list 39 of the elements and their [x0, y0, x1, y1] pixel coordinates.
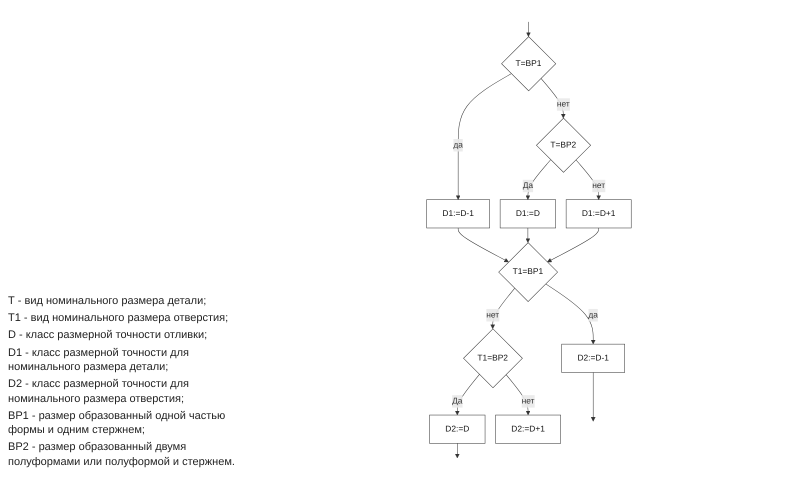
node-diamond: T1=ВР2: [462, 328, 522, 388]
node-diamond: T=ВР1: [500, 36, 556, 92]
node-box: D1:=D+1: [565, 199, 632, 228]
definition-note: Т1 - вид номинального размера отверстия;: [8, 311, 230, 326]
definition-note: ВР2 - размер образованный двумя полуформами или полуформой и стержнем.: [8, 440, 236, 469]
arrow: [526, 22, 530, 37]
edge-label: нет: [556, 100, 570, 109]
arrow: [454, 443, 460, 458]
edge-label: Да: [522, 181, 533, 190]
edge-label: нет: [486, 310, 499, 320]
node-box: D1:=D-1: [426, 199, 490, 228]
arrow: [457, 228, 508, 262]
definition-note: D2 - класс размерной точности для номинального размера отверстия;: [8, 377, 190, 406]
node-diamond: T=ВР2: [536, 118, 591, 173]
edge-label: Да: [452, 396, 462, 406]
arrow: [454, 374, 480, 416]
node-box: D2:=D: [428, 414, 485, 444]
node-box: D2:=D+1: [494, 414, 560, 444]
edge-label: нет: [521, 396, 534, 406]
edge-label: нет: [592, 181, 605, 190]
arrow: [490, 288, 514, 330]
arrow: [455, 73, 512, 200]
edge-label: да: [452, 140, 462, 150]
definition-note: D - класс размерной точности отливки;: [8, 328, 208, 343]
arrow: [525, 228, 530, 243]
arrow: [505, 374, 530, 416]
arrow: [590, 372, 596, 422]
arrow: [525, 160, 550, 200]
definition-note: Т - вид номинального размера детали;: [8, 294, 208, 308]
node-box: D2:=D-1: [561, 344, 624, 373]
edge-label: да: [588, 310, 598, 320]
arrow: [544, 284, 596, 344]
arrow: [540, 78, 566, 118]
definition-note: ВР1 - размер образованный одной частью формы и одним стержнем;: [8, 408, 226, 438]
node-diamond: T1=ВР1: [498, 242, 558, 302]
arrow: [575, 160, 601, 200]
node-box: D1:=D: [499, 199, 556, 228]
definition-note: D1 - класс размерной точности для номинального размера детали;: [8, 346, 190, 374]
arrow: [546, 228, 598, 262]
